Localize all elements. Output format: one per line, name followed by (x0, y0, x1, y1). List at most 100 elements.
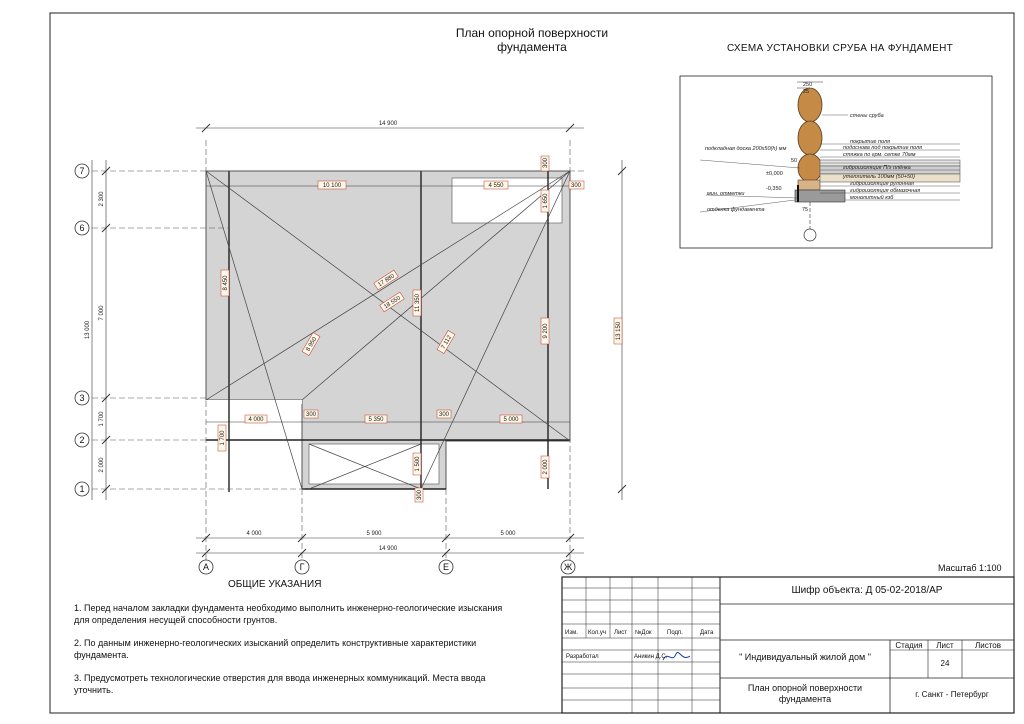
dim-left-7-6: 2 300 (99, 191, 105, 207)
scale-label: Масштаб 1:100 (938, 563, 1002, 573)
dim-right-overall: 13 150 (616, 321, 622, 340)
detail-label-slab: монолитный кзб (850, 194, 894, 201)
dim-box-300-c: 300 (417, 489, 423, 500)
detail-label-wall: стены сруба (850, 113, 884, 119)
dim-mid-right: 5 000 (503, 417, 519, 423)
axis-bubble-6 (74, 220, 90, 236)
axis-grid (92, 140, 585, 560)
title-block-grid (561, 576, 1015, 714)
tb-sheet-title: План опорной поверхности фундамента (720, 683, 890, 705)
detail-level-minus: -0,350 (766, 186, 782, 192)
detail-label-screed: стяжка по грм. сетке 70мм (843, 152, 916, 158)
tb-col-podp: Подп. (667, 630, 683, 636)
dimension-texts-vertical: 2 300 7 000 1 700 2 000 13 000 13 150 30… (85, 157, 622, 500)
tb-sheet-title-line2: фундамента (778, 694, 832, 704)
tb-col-data: Дата (700, 630, 714, 636)
dim-left-3-2: 1 700 (99, 411, 105, 427)
detail-label-floor-base: подоснова под покрытие поля (843, 145, 922, 151)
axis-bubble-7 (74, 163, 90, 179)
axis-bubble-1 (74, 481, 90, 497)
notes-heading: ОБЩИЕ УКАЗАНИЯ (228, 579, 322, 590)
dim-top-inner: 10 100 (323, 183, 342, 189)
axis-label-6: 6 (79, 223, 84, 233)
dim-mid-left: 4 000 (248, 417, 264, 423)
tb-col-izm: Изм. (565, 630, 578, 636)
detail-dim-50: 50 (791, 158, 797, 164)
note-3: 3. Предусмотреть технологические отверст… (74, 673, 486, 695)
detail-label-waterproof: гидроизоляция П/э плёнка (843, 165, 911, 171)
axis-label-7: 7 (79, 166, 84, 176)
axis-label-1: 1 (79, 484, 84, 494)
row-axis-bubbles (74, 163, 90, 497)
dim-inner-bottom-right: 2 000 (543, 459, 549, 475)
tb-h-sheet: Лист (936, 641, 954, 650)
axis-label-3: 3 (79, 393, 84, 403)
tb-col-ndoc: №Док (635, 630, 652, 636)
detail-drawing (699, 81, 961, 242)
dim-inner-notch: 1 700 (220, 430, 226, 446)
dim-top-corner: 300 (571, 183, 582, 189)
dim-inner-mid: 11 350 (415, 293, 421, 312)
tb-project: " Индивидуальный жилой дом " (739, 652, 871, 662)
tb-h-sheets: Листов (975, 641, 1001, 650)
detail-dim-75: 75 (802, 207, 808, 213)
detail-label-insulation: утеплитель 100мм (50+50) (842, 174, 915, 180)
dim-bottom-seg2: 5 900 (366, 531, 382, 537)
note-1: 1. Перед началом закладки фундамента нео… (74, 603, 503, 625)
tb-sheet-title-line1: План опорной поверхности (747, 683, 863, 693)
tb-role-dev: Разработал (566, 654, 599, 660)
detail-title: СХЕМА УСТАНОВКИ СРУБА НА ФУНДАМЕНТ (726, 43, 954, 54)
detail-label-coating: гидроизоляция обмазочная (850, 188, 920, 194)
tb-col-kol: Кол.уч (588, 630, 606, 636)
drawing-title-line2: фундамента (497, 40, 567, 54)
dim-inner-porch: 1 500 (415, 456, 421, 472)
dim-box-300-b: 300 (439, 412, 450, 418)
dim-inner-right: 9 200 (543, 323, 549, 339)
detail-label-floor-cover: покрытие поля (850, 139, 890, 145)
axis-labels: 7 6 3 2 1 А Г Е Ж (79, 166, 572, 572)
detail-label-rollproof: гидроизоляция рулонная (850, 181, 914, 187)
axis-label-e: Е (443, 562, 449, 572)
dim-top-right: 4 550 (488, 183, 504, 189)
tb-dev-name: Аникин Д.С. (634, 654, 668, 660)
tb-city: г. Санкт - Петербург (915, 690, 989, 699)
dim-inner-left: 8 450 (223, 275, 229, 291)
detail-label-board: подкладная доска 200x50(h) мм (705, 146, 787, 152)
detail-level-plus: ±0,000 (766, 171, 783, 177)
sheet-frame (49, 12, 1015, 714)
dim-left-6-3: 7 000 (99, 305, 105, 321)
axis-label-2: 2 (79, 435, 84, 445)
dimension-value-boxes (217, 155, 623, 503)
notch-strip (206, 400, 302, 404)
tb-h-stage: Стадия (895, 641, 923, 650)
column-axis-bubbles (198, 559, 576, 575)
dim-mid-mid: 5 350 (368, 417, 384, 423)
axis-bubble-3 (74, 390, 90, 406)
axis-label-g: Г (300, 562, 305, 572)
tb-sheet-no: 24 (940, 659, 950, 668)
axis-bubble-2 (74, 432, 90, 448)
detail-dim-top: 250 (803, 82, 812, 88)
dimension-ticks (101, 123, 627, 558)
drawing-title: План опорной поверхности фундамента (430, 26, 634, 54)
dim-left-2-1: 2 000 (99, 457, 105, 473)
signature-icon (662, 652, 691, 661)
axis-label-zh: Ж (564, 562, 573, 572)
tb-code: Шифр объекта: Д 05-02-2018/АР (791, 585, 943, 596)
dim-right-small: 1 650 (543, 193, 549, 209)
tb-col-list: Лист (614, 630, 628, 636)
detail-dim-25: 25 (803, 89, 809, 95)
detail-labels: 250 25 50 75 ±0,000 -0,350 стены сруба п… (705, 82, 922, 213)
drawing-title-line1: План опорной поверхности (455, 26, 609, 40)
detail-label-finish: отделка фундамента (707, 207, 765, 213)
dim-bottom-seg1: 4 000 (246, 531, 262, 537)
dim-bottom-overall: 14 900 (379, 546, 398, 552)
dim-box-300-a: 300 (306, 412, 317, 418)
dim-bottom-seg3: 5 000 (500, 531, 516, 537)
detail-label-min: мин. отметки (707, 191, 745, 197)
dim-left-overall: 13 000 (85, 320, 91, 339)
axis-label-a: А (203, 562, 209, 572)
dim-top-overall: 14 900 (379, 121, 398, 127)
